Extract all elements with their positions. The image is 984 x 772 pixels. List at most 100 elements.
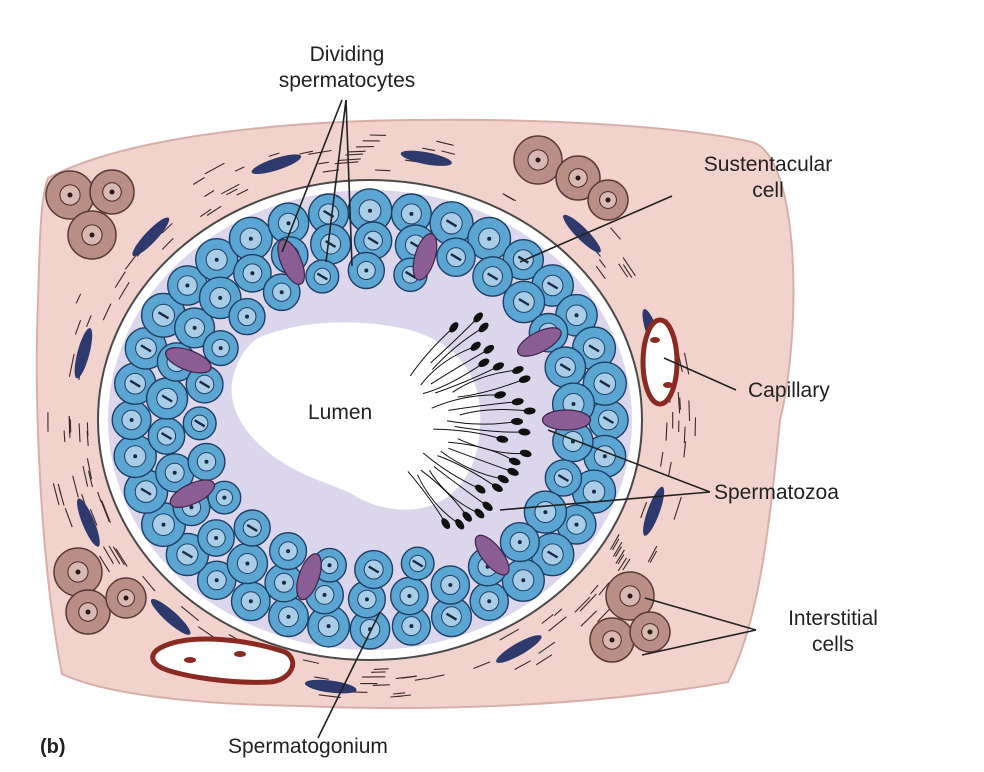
germ-cell-chromatin <box>286 549 291 554</box>
sustentacular-cell <box>474 534 510 576</box>
collagen-fiber <box>553 608 563 616</box>
collagen-fiber <box>422 147 436 152</box>
leader-dividing-3 <box>345 99 353 267</box>
label-interstitial-line1: Interstitial <box>788 607 878 630</box>
lumen <box>231 322 481 510</box>
collagen-fiber <box>348 150 366 153</box>
spermatozoon-tail <box>417 474 460 525</box>
collagen-fiber <box>401 675 417 679</box>
label-dividing-line1: Dividing <box>309 43 385 66</box>
collagen-fiber <box>72 475 79 498</box>
germ-cell-chromatin <box>326 624 331 629</box>
spermatozoon-tail <box>437 455 498 489</box>
germ-cell-chromatin <box>574 313 579 318</box>
collagen-fiber <box>688 400 691 422</box>
spermatozoon-tail <box>428 470 480 514</box>
collagen-fiber <box>63 430 66 443</box>
label-dividing-spermatocytes: Dividing spermatocytes <box>262 42 432 94</box>
collagen-fiber <box>68 353 75 377</box>
leader-spermatozoa-1 <box>547 429 711 493</box>
germ-cell-chromatin <box>172 470 177 475</box>
label-spermatozoa: Spermatozoa <box>714 481 839 504</box>
collagen-fiber <box>86 458 93 480</box>
collagen-fiber <box>615 549 625 564</box>
collagen-fiber <box>541 613 554 624</box>
collagen-fiber <box>101 500 111 523</box>
collagen-fiber <box>660 451 664 467</box>
spermatozoon-tail <box>407 471 447 524</box>
fibroblast-nucleus <box>74 328 93 379</box>
collagen-fiber <box>372 684 390 686</box>
fibroblast-nuclei <box>74 150 665 694</box>
chromosome <box>518 297 530 307</box>
germ-cell-chromatin <box>133 454 138 459</box>
collagen-fiber <box>206 205 222 216</box>
collagen-fiber <box>441 150 456 155</box>
collagen-fiber <box>502 193 517 202</box>
collagen-fiber <box>574 596 591 613</box>
sustentacular-cell <box>296 553 322 601</box>
germ-cell-chromatin <box>129 418 134 422</box>
label-sustentacular-cell: Sustentacular cell <box>668 152 868 204</box>
chromosome <box>412 559 424 568</box>
spermatozoon-tail <box>431 394 501 409</box>
germ-cell-chromatin <box>245 561 250 566</box>
spermatozoon-tail <box>422 362 485 395</box>
chromosome <box>181 550 194 559</box>
collagen-fiber <box>82 465 89 487</box>
interstitial-nucleolus <box>609 637 615 643</box>
interstitial-nucleolus <box>535 157 541 163</box>
spermatozoa-tails <box>407 312 536 530</box>
collagen-fiber <box>612 538 620 551</box>
spermatozoon-tail <box>448 441 515 462</box>
spermatozoon-tail <box>420 469 468 517</box>
collagen-fiber <box>499 628 520 641</box>
collagen-fiber <box>236 188 249 196</box>
chromosome <box>445 219 458 228</box>
collagen-fiber <box>677 391 681 414</box>
collagen-fiber <box>234 166 245 172</box>
interstitial-nucleolus <box>75 569 81 575</box>
collagen-fiber <box>337 158 361 162</box>
germ-cell-chromatin <box>222 495 227 500</box>
germ-cell-chromatin <box>189 505 194 510</box>
germ-cell-chromatin <box>245 314 249 319</box>
collagen-fiber <box>665 422 668 441</box>
leader-dividing-2 <box>325 99 347 263</box>
collagen-fiber <box>598 582 610 596</box>
label-capillary: Capillary <box>748 379 830 402</box>
germ-cell-chromatin <box>409 211 414 216</box>
collagen-fiber <box>89 508 98 526</box>
germ-cell-chromatin <box>218 346 223 351</box>
chromosome <box>367 236 379 245</box>
germ-cell-chromatin <box>250 271 255 276</box>
collagen-fiber <box>100 499 110 523</box>
collagen-fiber <box>180 605 199 622</box>
chromosome <box>198 380 211 389</box>
germ-cell-chromatin <box>368 208 372 213</box>
interstitial-nucleolus <box>85 609 91 615</box>
spermatozoon-tail <box>431 326 484 370</box>
chromosome <box>445 612 458 621</box>
collagen-fiber <box>108 545 121 565</box>
interstitial-nucleolus <box>627 593 633 599</box>
leader-dividing-1 <box>281 99 343 253</box>
collagen-fiber <box>622 558 631 571</box>
collagen-fiber <box>640 501 648 519</box>
chromosome <box>194 419 206 428</box>
collagen-fiber <box>118 282 130 300</box>
germ-cell-chromatin <box>521 578 526 583</box>
fibroblast-nucleus <box>132 217 170 257</box>
collagen-fiber <box>373 668 389 670</box>
chromosome <box>157 311 170 320</box>
fibroblast-nucleus <box>400 150 452 166</box>
spermatozoon-tail <box>420 345 476 386</box>
sustentacular-cell <box>165 347 212 374</box>
germ-cell-chromatin <box>592 489 596 494</box>
collagen-fiber <box>52 483 60 506</box>
label-sustentacular-line2: cell <box>752 179 784 202</box>
collagen-fiber <box>649 550 658 563</box>
collagen-fiber <box>683 426 686 443</box>
